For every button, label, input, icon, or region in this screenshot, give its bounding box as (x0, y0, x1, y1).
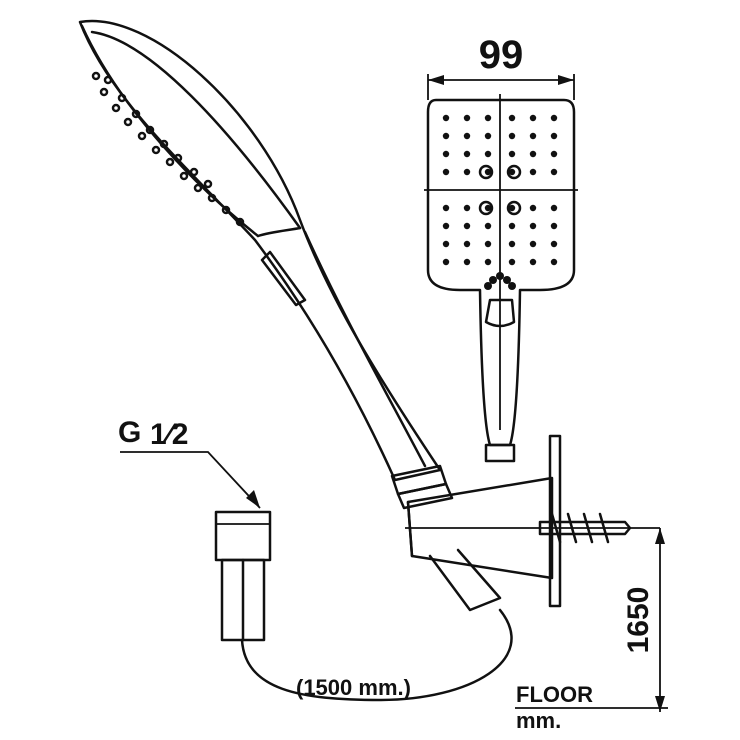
front-nozzles (442, 114, 558, 290)
nozzle-dot (508, 240, 516, 248)
nozzle-dot (529, 204, 537, 212)
nozzle-dot (463, 132, 471, 140)
nozzle-dot (529, 240, 537, 248)
nozzle-dot (529, 258, 537, 266)
nozzle-dot (508, 114, 516, 122)
nozzle-ring (506, 164, 522, 180)
nozzle-dot (484, 168, 492, 176)
nozzle-dot (550, 258, 558, 266)
nozzle-dot (463, 204, 471, 212)
nozzle-dot (529, 132, 537, 140)
nozzle-dot (484, 114, 492, 122)
nozzle-dot (442, 114, 450, 122)
nozzle-dot (550, 168, 558, 176)
nozzle-dot (529, 150, 537, 158)
height-dimension: 1650 (622, 528, 665, 712)
nozzle-dot (463, 240, 471, 248)
nozzle-dot (503, 276, 511, 284)
nozzle-ring (506, 200, 522, 216)
hose (240, 608, 513, 702)
nozzle-dot (550, 150, 558, 158)
nozzle-dot (508, 258, 516, 266)
thread-label-fraction: 1⁄2 (150, 418, 188, 451)
nozzle-dot (484, 204, 492, 212)
thread-leader-line (120, 451, 261, 509)
hand-shower-front-view (424, 94, 578, 463)
height-dimension-label: 1650 (622, 587, 655, 654)
nozzle-dot (442, 150, 450, 158)
nozzle-ring (478, 200, 494, 216)
width-dimension-label: 99 (479, 33, 524, 77)
nozzle-dot (496, 272, 504, 280)
hand-shower-side-view (78, 19, 454, 510)
nozzle-dot (508, 168, 516, 176)
nozzle-dot (463, 258, 471, 266)
unit-label: mm. (516, 708, 561, 733)
thread-label-g: G (118, 416, 141, 449)
nozzle-dot (463, 150, 471, 158)
nozzle-dot (550, 132, 558, 140)
nozzle-dot (550, 204, 558, 212)
nozzle-dot (484, 150, 492, 158)
nozzle-dot (442, 222, 450, 230)
nozzle-dot (484, 258, 492, 266)
nozzle-dot (442, 240, 450, 248)
nozzle-dot (442, 168, 450, 176)
side-nozzles (91, 71, 245, 227)
nozzle-dot (489, 276, 497, 284)
wall-screw (538, 512, 632, 544)
nozzle-dot (484, 222, 492, 230)
nozzle-dot (442, 132, 450, 140)
nozzle-dot (529, 168, 537, 176)
floor-label: FLOOR (516, 682, 593, 707)
nozzle-dot (508, 150, 516, 158)
nozzle-dot (508, 204, 516, 212)
nozzle-dot (550, 114, 558, 122)
nozzle-dot (442, 204, 450, 212)
hose-connector (214, 510, 272, 642)
nozzle-dot (529, 114, 537, 122)
nozzle-dot (463, 168, 471, 176)
nozzle-dot (508, 282, 516, 290)
wall-bracket (405, 434, 660, 612)
width-dimension: 99 (427, 33, 575, 100)
nozzle-dot (529, 222, 537, 230)
nozzle-dot (484, 132, 492, 140)
nozzle-dot (463, 114, 471, 122)
nozzle-ring (478, 164, 494, 180)
nozzle-dot (463, 222, 471, 230)
nozzle-dot (550, 222, 558, 230)
nozzle-dot (442, 258, 450, 266)
hose-length-label: (1500 mm.) (296, 675, 411, 700)
nozzle-dot (484, 282, 492, 290)
nozzle-dot (550, 240, 558, 248)
nozzle-dot (484, 240, 492, 248)
nozzle-dot (508, 222, 516, 230)
nozzle-dot (508, 132, 516, 140)
